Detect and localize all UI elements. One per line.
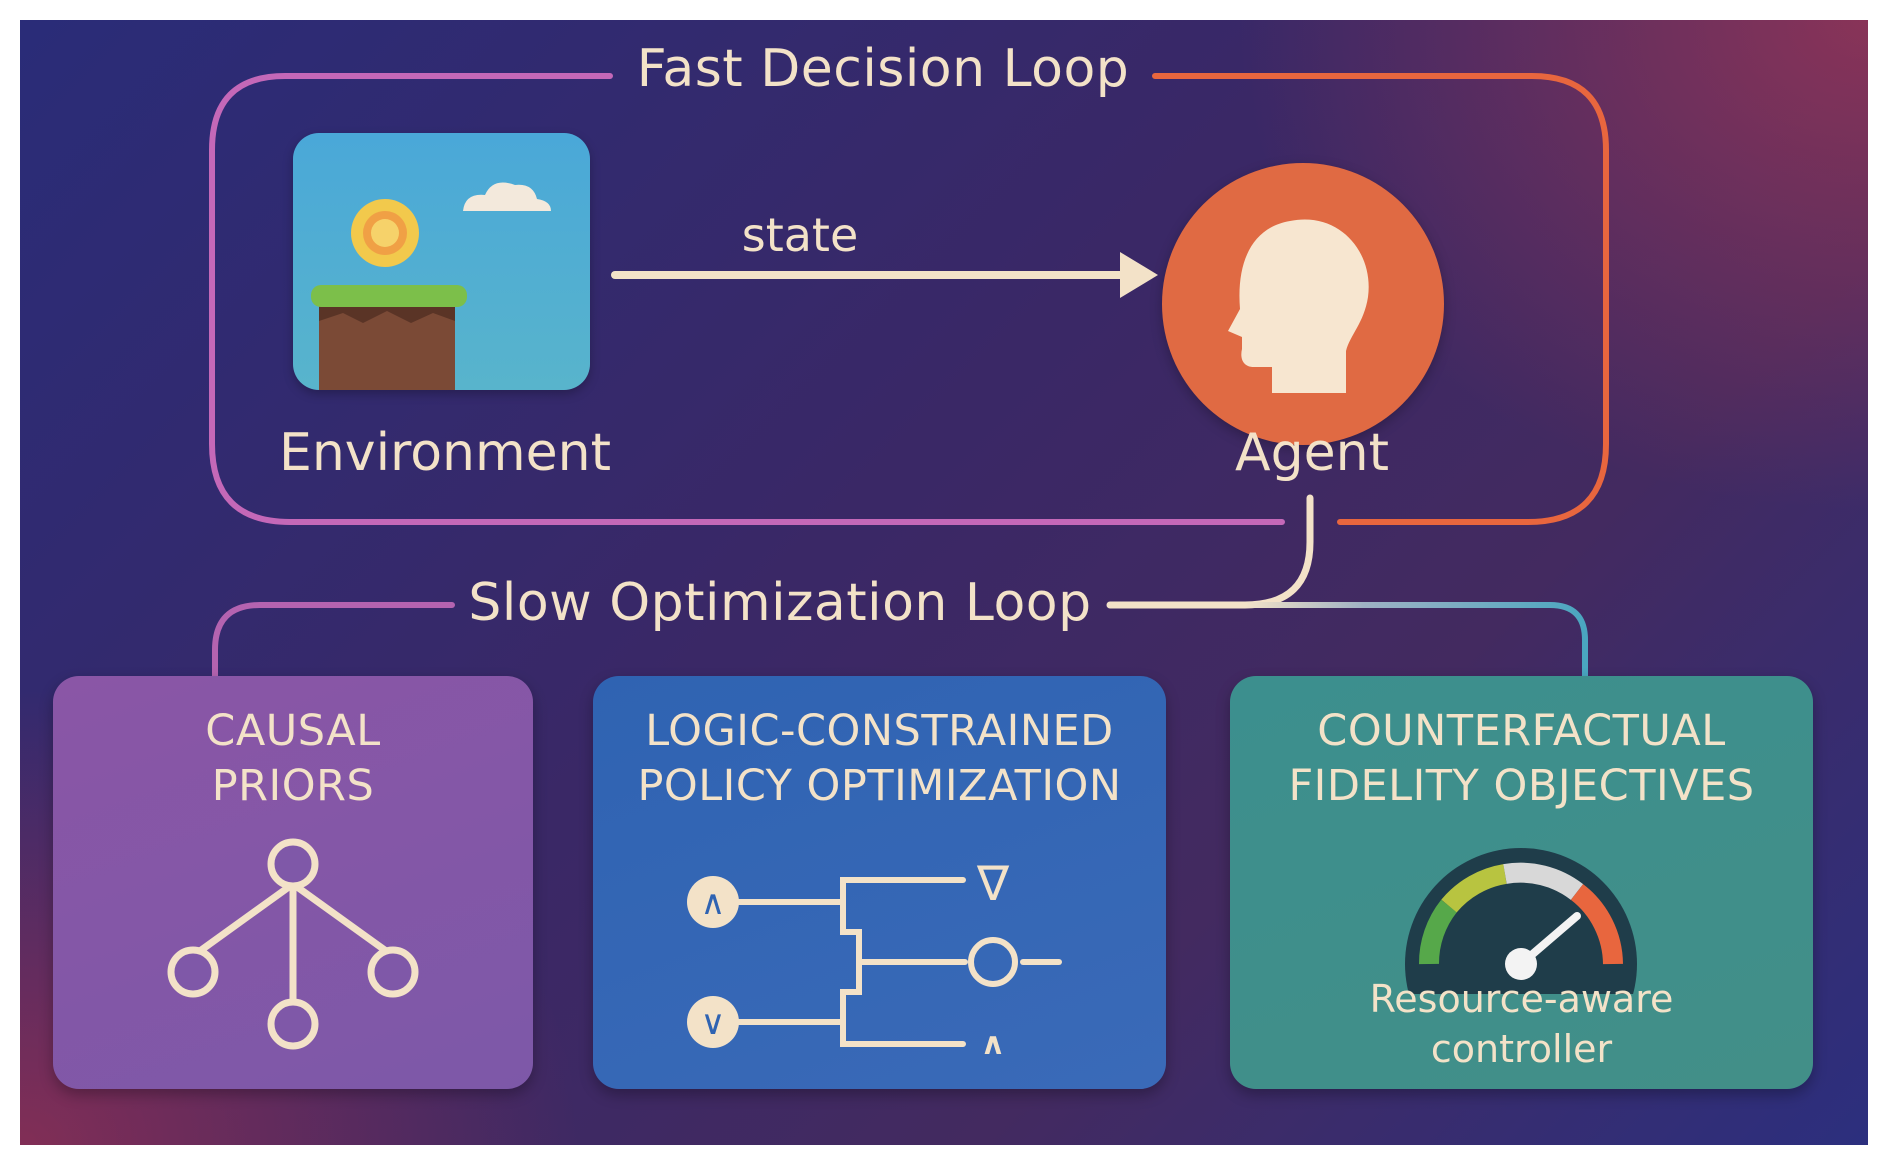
or-input-symbol: ∨ <box>701 1003 726 1043</box>
logic-constrained-title-line1: LOGIC-CONSTRAINED <box>645 706 1114 756</box>
causal-priors-card: CAUSAL PRIORS <box>53 676 533 1089</box>
gauge-caption-line1: Resource-aware <box>1369 977 1674 1021</box>
slow-loop-label: Slow Optimization Loop <box>468 573 1092 633</box>
and-input-symbol: ∧ <box>701 883 726 923</box>
and-input-node <box>687 876 739 928</box>
slow-loop-left-line <box>212 602 455 679</box>
fast-loop-label: Fast Decision Loop <box>636 39 1130 99</box>
causal-priors-title-line1: CAUSAL <box>205 706 381 756</box>
state-arrow-head <box>1120 252 1158 298</box>
output-bottom-symbol: ∧ <box>975 1020 1010 1054</box>
environment-icon <box>293 133 590 390</box>
state-edge-label: state <box>741 208 859 262</box>
counterfactual-title-line2: FIDELITY OBJECTIVES <box>1288 761 1755 811</box>
agent-to-slow-loop-line <box>1106 494 1314 609</box>
counterfactual-title-line1: COUNTERFACTUAL <box>1317 706 1726 756</box>
gauge-caption-line2: controller <box>1430 1027 1613 1071</box>
slow-loop-right-line <box>1242 602 1588 679</box>
fast-loop-right-line <box>1152 73 1609 525</box>
logic-gate-icon: ∧ ∨ ∇ ∧ <box>687 856 1062 1054</box>
diagram-canvas: Fast Decision Loop Slow Optimization Loo… <box>20 20 1868 1145</box>
or-input-node <box>687 996 739 1048</box>
logic-constrained-card: LOGIC-CONSTRAINED POLICY OPTIMIZATION ∧ … <box>593 676 1166 1089</box>
gauge-icon <box>1405 848 1637 994</box>
logic-constrained-title-line2: POLICY OPTIMIZATION <box>637 761 1122 811</box>
environment-label: Environment <box>278 423 612 483</box>
causal-priors-title-line2: PRIORS <box>211 761 375 811</box>
counterfactual-fidelity-card: COUNTERFACTUAL FIDELITY OBJECTIVES Resou… <box>1230 676 1813 1089</box>
output-top-symbol: ∇ <box>976 856 1010 912</box>
agent-head-icon <box>1162 163 1444 445</box>
agent-label: Agent <box>1235 423 1389 483</box>
causal-graph-icon <box>167 838 419 1050</box>
loop-connectors <box>209 73 1609 679</box>
fast-loop-left-line <box>209 73 1285 525</box>
